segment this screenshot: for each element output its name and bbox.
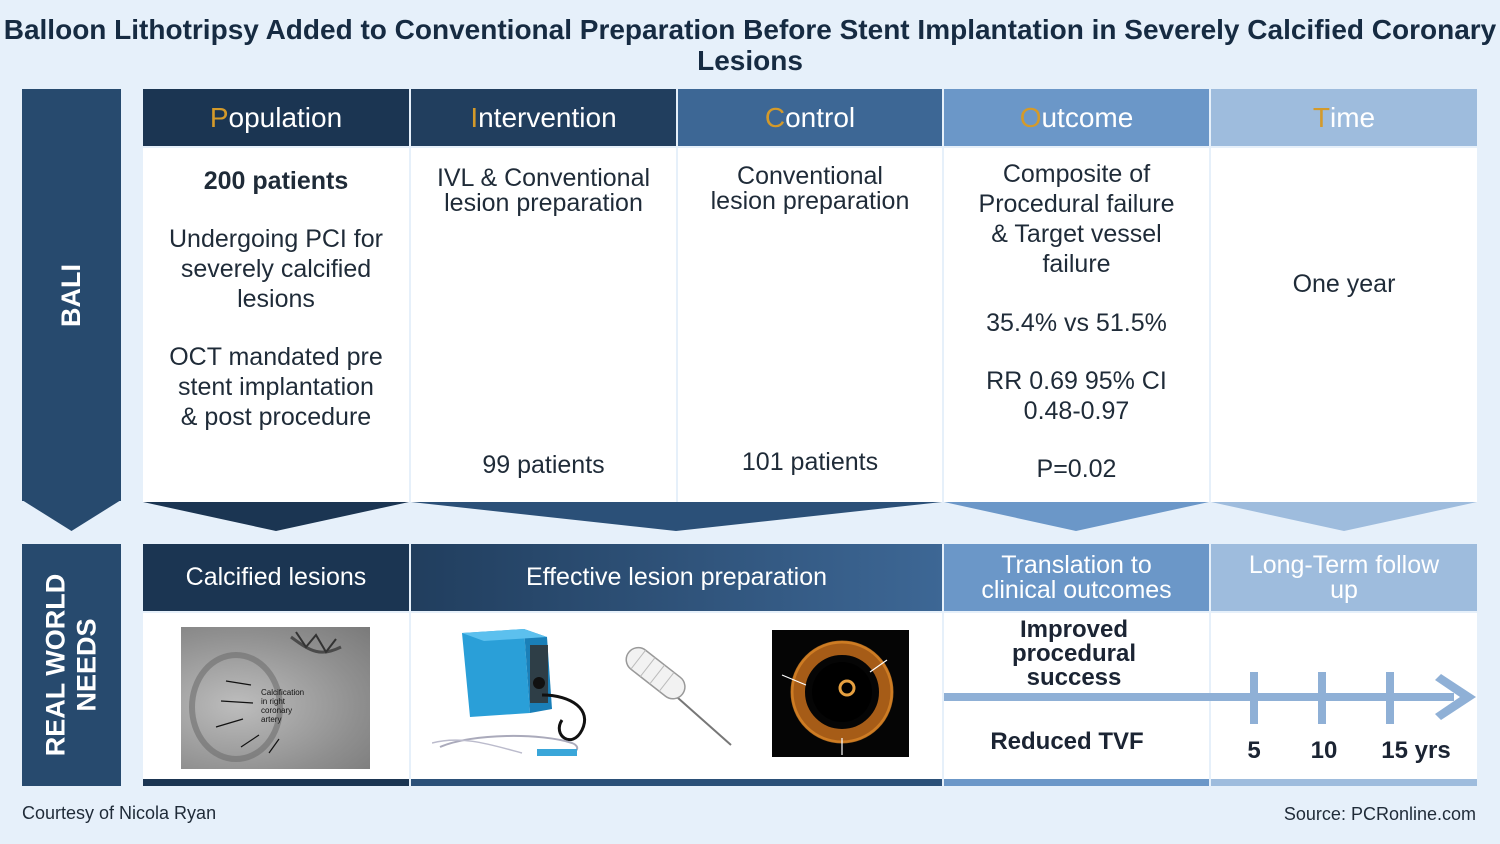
- angiogram-label-line: artery: [261, 715, 282, 724]
- side-label-needs-line2: NEEDS: [71, 618, 102, 712]
- cell-intervention: IVL & Conventional lesion preparation 99…: [411, 148, 676, 502]
- side-band-arrow: [22, 500, 121, 531]
- improved-success-text: Improved procedural success: [944, 618, 1204, 690]
- side-band-bali: [22, 89, 121, 501]
- side-label-needs: REAL WORLD NEEDS: [41, 574, 103, 757]
- header-intervention-initial: I: [470, 102, 479, 133]
- outcome-desc-line: & Target vessel: [991, 220, 1162, 248]
- angiogram-label-line: Calcification: [261, 688, 305, 697]
- timeline-tick-15: [1386, 672, 1394, 724]
- side-band-needs: [22, 544, 121, 786]
- needs-header-longterm-line: up: [1330, 575, 1358, 604]
- population-count: 200 patients: [203, 167, 349, 195]
- cell-time: One year: [1211, 148, 1477, 502]
- reduced-tvf-text: Reduced TVF: [990, 728, 1144, 755]
- population-oct-line: stent implantation: [178, 373, 374, 401]
- timeline-label-5: 5: [1247, 737, 1261, 764]
- footer-source: Source: PCRonline.com: [1283, 804, 1476, 824]
- header-time-initial: T: [1312, 102, 1330, 133]
- improved-line: Improved: [1019, 616, 1129, 643]
- page-title: Balloon Lithotripsy Added to Conventiona…: [3, 14, 1497, 76]
- header-population-initial: P: [209, 102, 229, 133]
- bottom-bar-translation: [944, 779, 1209, 786]
- needs-header-translation-line: clinical outcomes: [981, 575, 1172, 604]
- needs-header-calcified-text: Calcified lesions: [185, 563, 367, 591]
- outcome-desc-line: Procedural failure: [978, 190, 1175, 218]
- needs-header-calcified: Calcified lesions: [143, 544, 409, 611]
- outcome-rr-line: RR 0.69 95% CI: [986, 367, 1167, 395]
- needs-header-translation: Translation to clinical outcomes: [944, 544, 1209, 611]
- needs-header-prep: Effective lesion preparation: [411, 544, 942, 611]
- header-outcome-rest: utcome: [1041, 102, 1134, 133]
- control-desc-line: lesion preparation: [710, 187, 910, 215]
- population-desc-line: Undergoing PCI for: [168, 225, 383, 253]
- population-oct-line: OCT mandated pre: [169, 343, 383, 371]
- needs-header-longterm-line: Long-Term follow: [1248, 550, 1440, 579]
- outcome-p-value: P=0.02: [1036, 455, 1117, 483]
- chevron-time: [1211, 502, 1477, 531]
- chevron-intervention-control: [411, 502, 942, 531]
- cell-outcome: Composite of Procedural failure & Target…: [944, 148, 1209, 502]
- needs-header-longterm: Long-Term follow up: [1211, 544, 1477, 611]
- intervention-desc-line: IVL & Conventional: [436, 164, 651, 192]
- chevron-population: [143, 502, 409, 531]
- timeline-label-10: 10: [1310, 737, 1338, 764]
- timeline-tick-5: [1250, 672, 1258, 724]
- improved-line: procedural: [1011, 640, 1137, 667]
- ivl-generator-image: [432, 629, 586, 756]
- header-population-rest: opulation: [228, 102, 343, 133]
- header-control-rest: ontrol: [785, 102, 856, 133]
- intervention-count: 99 patients: [482, 451, 605, 479]
- outcome-desc-line: failure: [1042, 250, 1111, 278]
- improved-line: success: [1026, 664, 1122, 691]
- oct-image: [772, 630, 909, 757]
- needs-header-translation-line: Translation to: [1001, 550, 1152, 579]
- cell-control: Conventional lesion preparation 101 pati…: [678, 148, 942, 502]
- header-control-initial: C: [764, 102, 786, 133]
- side-label-bali: BALI: [56, 263, 86, 327]
- bottom-bar-calcified: [143, 779, 409, 786]
- bottom-bar-longterm: [1211, 779, 1477, 786]
- timeline-tick-10: [1318, 672, 1326, 724]
- header-intervention-rest: ntervention: [478, 102, 617, 133]
- chevron-connectors: [143, 502, 1477, 531]
- footer-courtesy: Courtesy of Nicola Ryan: [22, 803, 217, 823]
- header-outcome-initial: O: [1019, 102, 1042, 133]
- angiogram-label-line: coronary: [261, 706, 293, 715]
- balloon-catheter-image: [625, 646, 732, 746]
- population-desc-line: lesions: [237, 285, 315, 313]
- side-label-needs-line1: REAL WORLD: [40, 573, 71, 757]
- header-time-rest: ime: [1329, 102, 1376, 133]
- cell-population: 200 patients Undergoing PCI for severely…: [143, 148, 409, 502]
- control-desc-line: Conventional: [737, 162, 883, 190]
- chevron-outcome: [944, 502, 1209, 531]
- outcome-rates: 35.4% vs 51.5%: [986, 309, 1167, 337]
- outcome-desc-line: Composite of: [1002, 160, 1151, 188]
- population-oct-line: & post procedure: [180, 403, 372, 431]
- needs-header-prep-text: Effective lesion preparation: [525, 563, 828, 591]
- angiogram-image: Calcification in right coronary artery: [181, 627, 370, 769]
- intervention-desc-line: lesion preparation: [444, 189, 643, 217]
- time-desc: One year: [1292, 270, 1396, 298]
- population-desc-line: severely calcified: [180, 255, 372, 283]
- angiogram-label-line: in right: [261, 697, 286, 706]
- bottom-bar-prep: [411, 779, 942, 786]
- outcome-rr-line: 0.48-0.97: [1023, 397, 1130, 425]
- timeline-arrow: [944, 672, 1476, 724]
- control-count: 101 patients: [741, 448, 879, 476]
- timeline-label-15: 15 yrs: [1381, 737, 1451, 764]
